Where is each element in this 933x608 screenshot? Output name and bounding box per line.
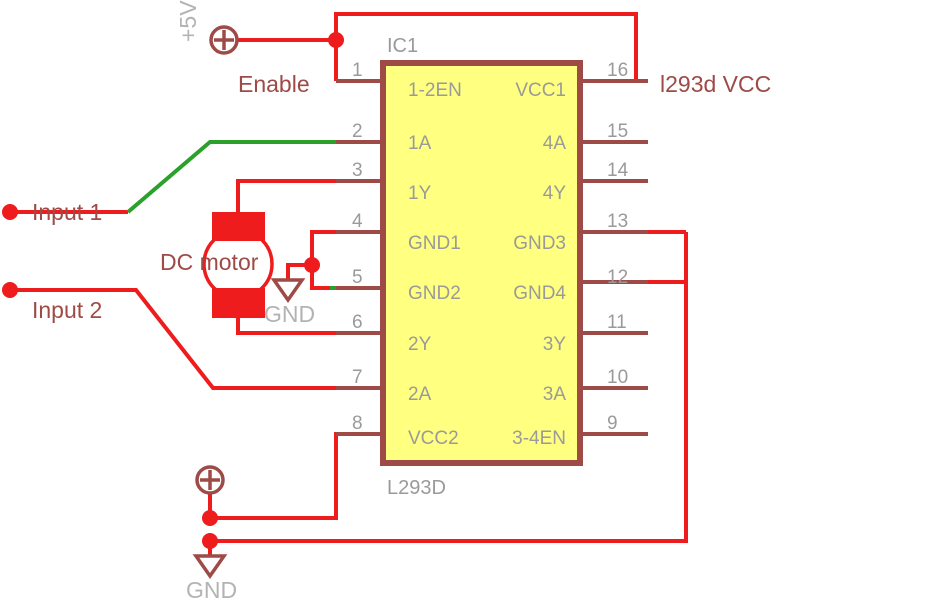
pin-label-3y: 3Y (543, 334, 567, 355)
pin-label-2a: 2A (408, 384, 432, 405)
chip-left-pin-numbers: 1 2 3 4 5 6 7 8 (352, 60, 363, 434)
chip-right-pin-numbers: 16 15 14 13 12 11 10 9 (607, 60, 629, 434)
dc-motor-symbol[interactable] (202, 212, 274, 318)
terminal-dot-input-1[interactable] (2, 204, 18, 220)
chip-right-pin-labels: VCC1 4A 4Y GND3 GND4 3Y 3A 3-4EN (512, 80, 566, 449)
pin-number-12: 12 (607, 267, 628, 288)
pin-number-4: 4 (352, 211, 363, 232)
pin-number-16: 16 (607, 60, 628, 81)
wire-pin8-to-bottom-supply (210, 432, 364, 520)
ic-body-l293d[interactable] (380, 60, 583, 466)
pin-label-gnd2: GND2 (408, 283, 461, 304)
pin-number-2: 2 (352, 121, 363, 142)
motor-terminal-block-top (212, 212, 265, 241)
ground-symbol-bottom[interactable] (192, 554, 228, 580)
pin-lead-group (336, 79, 648, 436)
wire-group-red (10, 12, 688, 556)
ground-symbol-middle[interactable] (270, 278, 306, 304)
ic-reference-label: IC1 (387, 35, 418, 57)
junction-dot-5v (328, 32, 344, 48)
plus-glyph-top (214, 30, 234, 50)
pin-number-15: 15 (607, 121, 628, 142)
pin-number-13: 13 (607, 211, 628, 232)
wire-input2-to-pin7 (10, 288, 364, 390)
pin-label-1y: 1Y (408, 183, 432, 204)
junction-dot-group (202, 32, 344, 549)
pin-label-gnd1: GND1 (408, 233, 461, 254)
power-symbol-top[interactable] (209, 25, 239, 55)
plus-circle-outline-bottom (195, 465, 225, 495)
pin-label-3-4en: 3-4EN (512, 428, 566, 449)
terminal-dot-input-2[interactable] (2, 282, 18, 298)
net-label-l293d-vcc: l293d VCC (660, 71, 771, 97)
pin-number-3: 3 (352, 160, 363, 181)
ground-triangle-middle (270, 278, 306, 304)
net-label-input-1: Input 1 (32, 199, 102, 225)
motor-terminal-block-bottom (212, 288, 265, 318)
pin-number-7: 7 (352, 367, 363, 388)
chip-left-pin-labels: 1-2EN 1A 1Y GND1 GND2 2Y 2A VCC2 (408, 80, 462, 449)
pin-label-vcc1: VCC1 (515, 80, 566, 101)
pin-label-3a: 3A (543, 384, 567, 405)
ground-label-middle: GND (264, 301, 315, 327)
pin-label-4y: 4Y (543, 183, 567, 204)
pin-label-vcc2: VCC2 (408, 428, 459, 449)
pin-label-1-2en: 1-2EN (408, 80, 462, 101)
plus-circle-outline-top (209, 25, 239, 55)
motor-label: DC motor (160, 249, 259, 275)
wire-input1-to-pin2 (126, 140, 364, 214)
ic-device-caption: L293D (387, 477, 446, 499)
wire-5v-to-pin16 (334, 12, 638, 81)
wire-pin6-to-motor-bottom (236, 317, 364, 335)
pin-number-5: 5 (352, 267, 363, 288)
junction-dot-gnd-bottom (202, 533, 218, 549)
pin-number-1: 1 (352, 60, 363, 81)
junction-dot-bottom-supply (202, 510, 218, 526)
plus-glyph-bottom (200, 470, 220, 490)
pin-number-11: 11 (607, 312, 627, 333)
pin-label-gnd4: GND4 (513, 283, 566, 304)
wire-gnd-rail-bottom (210, 232, 688, 543)
pin-label-4a: 4A (543, 133, 567, 154)
pin-number-9: 9 (607, 413, 618, 434)
ground-label-bottom: GND (186, 577, 237, 603)
net-label-input-2: Input 2 (32, 297, 102, 323)
junction-dot-gnd-middle (304, 257, 320, 273)
pin-label-1a: 1A (408, 133, 432, 154)
pin-number-8: 8 (352, 413, 363, 434)
ground-triangle-bottom (192, 554, 228, 580)
wire-pin3-to-motor-top (236, 179, 364, 213)
pin-number-14: 14 (607, 160, 629, 181)
pin-number-10: 10 (607, 367, 628, 388)
power-symbol-bottom[interactable] (195, 465, 225, 495)
pin-label-2y: 2Y (408, 334, 432, 355)
net-label-enable: Enable (238, 71, 310, 97)
pin-label-gnd3: GND3 (513, 233, 566, 254)
supply-label-5v: +5V (175, 0, 201, 42)
pin-number-6: 6 (352, 312, 363, 333)
